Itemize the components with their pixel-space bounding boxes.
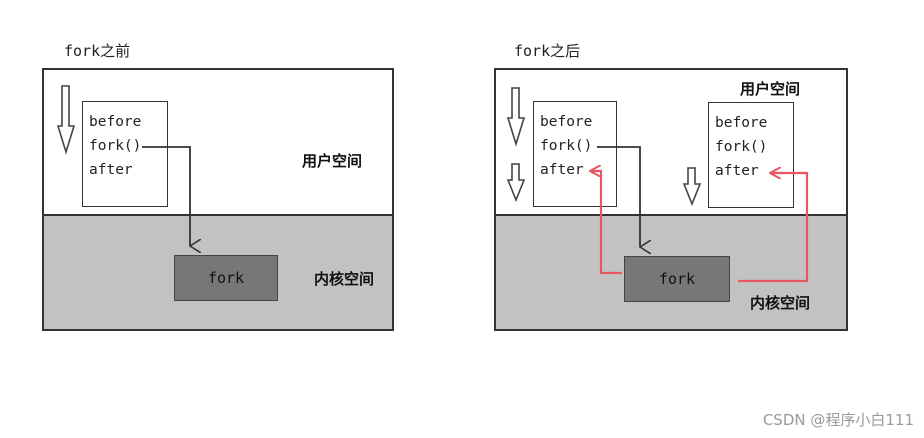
watermark: CSDN @程序小白111	[762, 411, 914, 429]
after-title: fork之后	[514, 42, 581, 60]
parent-code-box: before fork() after	[533, 101, 617, 207]
code-line-fork: fork()	[89, 138, 142, 154]
code-line-before: before	[89, 114, 142, 130]
before-title: fork之前	[64, 42, 131, 60]
after-user-space-label: 用户空间	[740, 80, 801, 98]
before-user-space-label: 用户空间	[302, 152, 363, 170]
child-code-line-fork: fork()	[715, 139, 768, 155]
after-panel: before fork() after before fork() after …	[494, 68, 848, 331]
code-line-after: after	[89, 162, 133, 178]
before-code-box: before fork() after	[82, 101, 168, 207]
after-kernel-space-label: 内核空间	[750, 294, 811, 312]
before-kernel-space-label: 内核空间	[314, 270, 375, 288]
parent-code-line-after: after	[540, 162, 584, 178]
child-code-line-before: before	[715, 115, 768, 131]
before-kernel-fork-box: fork	[174, 255, 278, 301]
before-panel: before fork() after 用户空间 内核空间 fork	[42, 68, 394, 331]
parent-code-line-before: before	[540, 114, 593, 130]
child-code-box: before fork() after	[708, 102, 794, 208]
parent-code-line-fork: fork()	[540, 138, 593, 154]
child-code-line-after: after	[715, 163, 759, 179]
after-kernel-fork-box: fork	[624, 256, 730, 302]
